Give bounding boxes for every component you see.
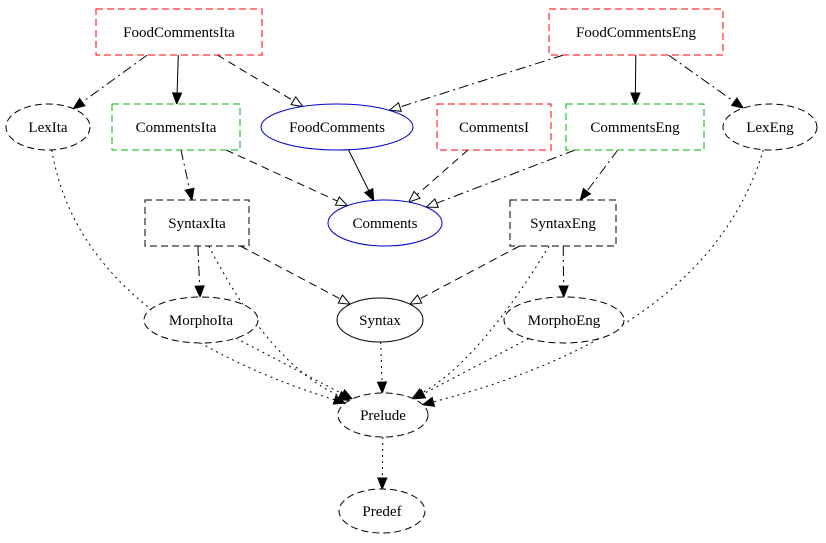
edge-SyntaxIta-Prelude [208,245,340,397]
node-Comments [327,199,443,247]
edge-LexIta-Prelude [51,149,335,401]
arrowhead-CommentsIta-Comments [334,196,349,207]
node-Prelude [337,392,429,438]
node-label-MorphoIta: MorphoIta [169,313,233,329]
edge-CommentsIta-Comments [225,149,338,202]
arrowhead-CommentsI-Comments [407,190,421,203]
arrowhead-CommentsEng-SyntaxEng [579,187,592,202]
arrowhead-SyntaxEng-MorphoEng [558,285,569,299]
edge-Prelude-Predef [381,436,384,479]
edge-FoodCommentsIta-CommentsIta [176,54,179,94]
edge-CommentsEng-SyntaxEng [586,149,619,192]
node-label-SyntaxEng: SyntaxEng [530,216,596,232]
edge-SyntaxEng-Syntax [419,245,520,300]
edge-FoodCommentsEng-FoodComments [399,54,564,108]
edge-MorphoEng-Prelude [423,338,529,395]
node-label-Prelude: Prelude [360,408,406,424]
arrowhead-FoodCommentsEng-FoodComments [388,101,403,112]
arrowhead-Syntax-Prelude [376,381,388,395]
node-label-LexIta: LexIta [28,120,67,136]
edge-CommentsIta-SyntaxIta [180,149,191,190]
node-Predef [338,488,426,534]
edge-FoodCommentsIta-LexIta [81,54,148,103]
arrowhead-FoodCommentsEng-LexEng [730,97,745,109]
node-LexIta [5,103,91,151]
node-label-CommentsI: CommentsI [459,120,529,136]
edge-Syntax-Prelude [380,341,383,383]
arrowhead-CommentsIta-SyntaxIta [184,187,195,202]
arrowhead-SyntaxIta-Syntax [337,294,352,305]
edge-FoodCommentsIta-FoodComments [217,54,294,102]
edge-FoodComments-Comments [347,149,370,191]
node-MorphoEng [503,296,625,344]
node-label-FoodCommentsIta: FoodCommentsIta [123,25,235,41]
arrowhead-Prelude-Predef [377,477,388,491]
node-label-FoodComments: FoodComments [289,120,385,136]
node-CommentsEng [565,103,705,151]
node-Syntax [336,297,424,343]
node-LexEng [722,103,818,151]
edge-SyntaxIta-MorphoIta [197,245,201,287]
node-label-CommentsIta: CommentsIta [136,120,217,136]
arrowhead-FoodCommentsEng-CommentsEng [630,92,641,106]
arrowhead-SyntaxEng-Syntax [408,294,423,305]
edge-MorphoIta-Prelude [235,337,343,395]
edge-LexEng-Prelude [433,149,764,403]
arrowhead-FoodComments-Comments [363,187,375,202]
node-label-Syntax: Syntax [359,313,401,329]
node-CommentsIta [111,103,241,151]
edge-SyntaxIta-Syntax [240,245,341,300]
arrowhead-CommentsEng-Comments [425,198,439,208]
edge-SyntaxEng-Prelude [421,245,550,394]
node-label-MorphoEng: MorphoEng [528,313,601,329]
node-label-LexEng: LexEng [746,120,794,136]
node-CommentsI [436,103,552,151]
node-MorphoIta [143,296,259,344]
node-FoodCommentsIta [95,8,263,56]
edge-FoodCommentsEng-LexEng [668,54,735,103]
node-label-FoodCommentsEng: FoodCommentsEng [576,25,697,41]
node-SyntaxEng [509,199,617,247]
node-label-Comments: Comments [352,216,417,232]
node-label-Predef: Predef [362,504,401,520]
arrowhead-SyntaxIta-MorphoIta [194,285,205,299]
edge-CommentsI-Comments [416,149,469,196]
arrowhead-MorphoIta-Prelude [339,389,354,400]
arrowhead-MorphoEng-Prelude [412,388,427,400]
arrowhead-FoodCommentsIta-LexIta [72,97,86,110]
node-SyntaxIta [144,199,250,247]
arrowhead-LexEng-Prelude [421,396,436,407]
node-FoodComments [260,103,414,151]
node-FoodCommentsEng [548,8,724,56]
arrowhead-FoodCommentsIta-FoodComments [290,95,304,108]
node-label-CommentsEng: CommentsEng [590,120,680,136]
arrowhead-FoodCommentsIta-CommentsIta [171,92,183,106]
node-label-SyntaxIta: SyntaxIta [168,216,226,232]
edge-CommentsEng-Comments [436,149,576,204]
